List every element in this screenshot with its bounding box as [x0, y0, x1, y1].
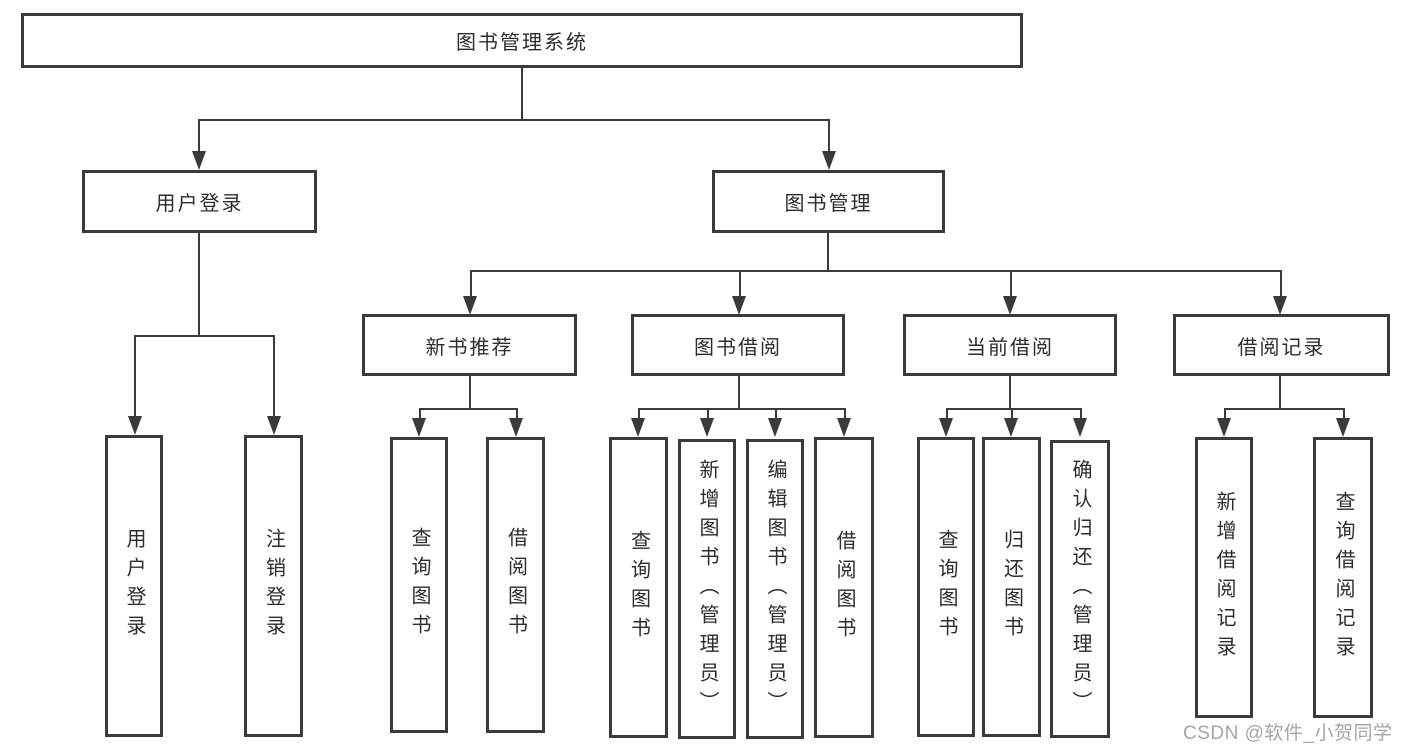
connector-line	[419, 408, 518, 410]
node-leaf-nb-borrow-books: 借阅图书	[486, 437, 545, 733]
connector-line	[1224, 408, 1345, 410]
arrow-down-icon	[463, 296, 477, 315]
connector-line	[198, 119, 200, 153]
connector-line	[1280, 270, 1282, 298]
connector-line	[1011, 408, 1013, 420]
connector-line	[738, 376, 740, 410]
connector-line	[1279, 376, 1281, 410]
node-book-management: 图书管理	[712, 170, 945, 233]
node-leaf-cb-query-books: 查询图书	[917, 437, 975, 737]
connector-line	[1224, 408, 1226, 420]
node-borrowing-records: 借阅记录	[1173, 314, 1390, 376]
arrow-down-icon	[700, 418, 714, 437]
arrow-down-icon	[509, 418, 523, 437]
connector-line	[1343, 408, 1345, 420]
node-leaf-bb-edit-books-admin: 编辑图书（管理员）	[746, 439, 804, 739]
node-leaf-br-add-record: 新增借阅记录	[1195, 437, 1253, 718]
connector-line	[946, 408, 948, 420]
arrow-down-icon	[267, 416, 281, 435]
arrow-down-icon	[1003, 296, 1017, 315]
node-book-borrowing: 图书借阅	[631, 314, 845, 376]
node-leaf-bb-add-books-admin: 新增图书（管理员）	[678, 439, 736, 739]
arrow-down-icon	[939, 418, 953, 437]
node-leaf-nb-query-books: 查询图书	[390, 437, 448, 733]
node-new-book-recommend: 新书推荐	[362, 314, 577, 376]
node-leaf-user-login: 用户登录	[105, 435, 163, 737]
arrow-down-icon	[822, 151, 836, 170]
node-leaf-cb-return-books: 归还图书	[982, 437, 1041, 737]
arrow-down-icon	[1073, 418, 1087, 437]
node-leaf-logout: 注销登录	[244, 435, 303, 737]
node-current-borrowing: 当前借阅	[903, 314, 1117, 376]
arrow-down-icon	[192, 151, 206, 170]
connector-line	[844, 408, 846, 420]
connector-line	[1080, 408, 1082, 420]
connector-line	[707, 408, 709, 420]
connector-line	[470, 270, 472, 298]
arrow-down-icon	[1004, 418, 1018, 437]
arrow-down-icon	[837, 418, 851, 437]
connector-line	[419, 408, 421, 420]
connector-line	[1009, 376, 1011, 410]
node-leaf-cb-confirm-return-admin: 确认归还（管理员）	[1050, 440, 1110, 738]
connector-line	[775, 408, 777, 420]
arrow-down-icon	[1336, 418, 1350, 437]
arrow-down-icon	[128, 416, 142, 435]
connector-line	[828, 119, 830, 153]
connector-line	[946, 408, 1082, 410]
arrow-down-icon	[1273, 296, 1287, 315]
connector-line	[516, 408, 518, 420]
arrow-down-icon	[412, 418, 426, 437]
csdn-watermark: CSDN @软件_小贺同学	[1183, 723, 1393, 744]
connector-line	[198, 119, 830, 121]
connector-line	[273, 335, 275, 417]
connector-line	[469, 376, 471, 410]
connector-line	[638, 408, 846, 410]
arrow-down-icon	[631, 418, 645, 437]
node-user-login: 用户登录	[82, 170, 317, 233]
node-leaf-br-query-record: 查询借阅记录	[1313, 437, 1373, 718]
connector-line	[134, 335, 275, 337]
arrow-down-icon	[1217, 418, 1231, 437]
arrow-down-icon	[768, 418, 782, 437]
connector-line	[638, 408, 640, 420]
node-leaf-bb-borrow-books: 借阅图书	[814, 437, 874, 738]
arrow-down-icon	[732, 296, 746, 315]
connector-line	[827, 233, 829, 272]
connector-line	[521, 68, 523, 121]
connector-line	[1010, 270, 1012, 298]
node-root-library-management-system: 图书管理系统	[21, 13, 1023, 68]
node-leaf-bb-query-books: 查询图书	[609, 437, 668, 738]
connector-line	[470, 270, 1282, 272]
connector-line	[739, 270, 741, 298]
connector-line	[134, 335, 136, 417]
connector-line	[198, 233, 200, 337]
